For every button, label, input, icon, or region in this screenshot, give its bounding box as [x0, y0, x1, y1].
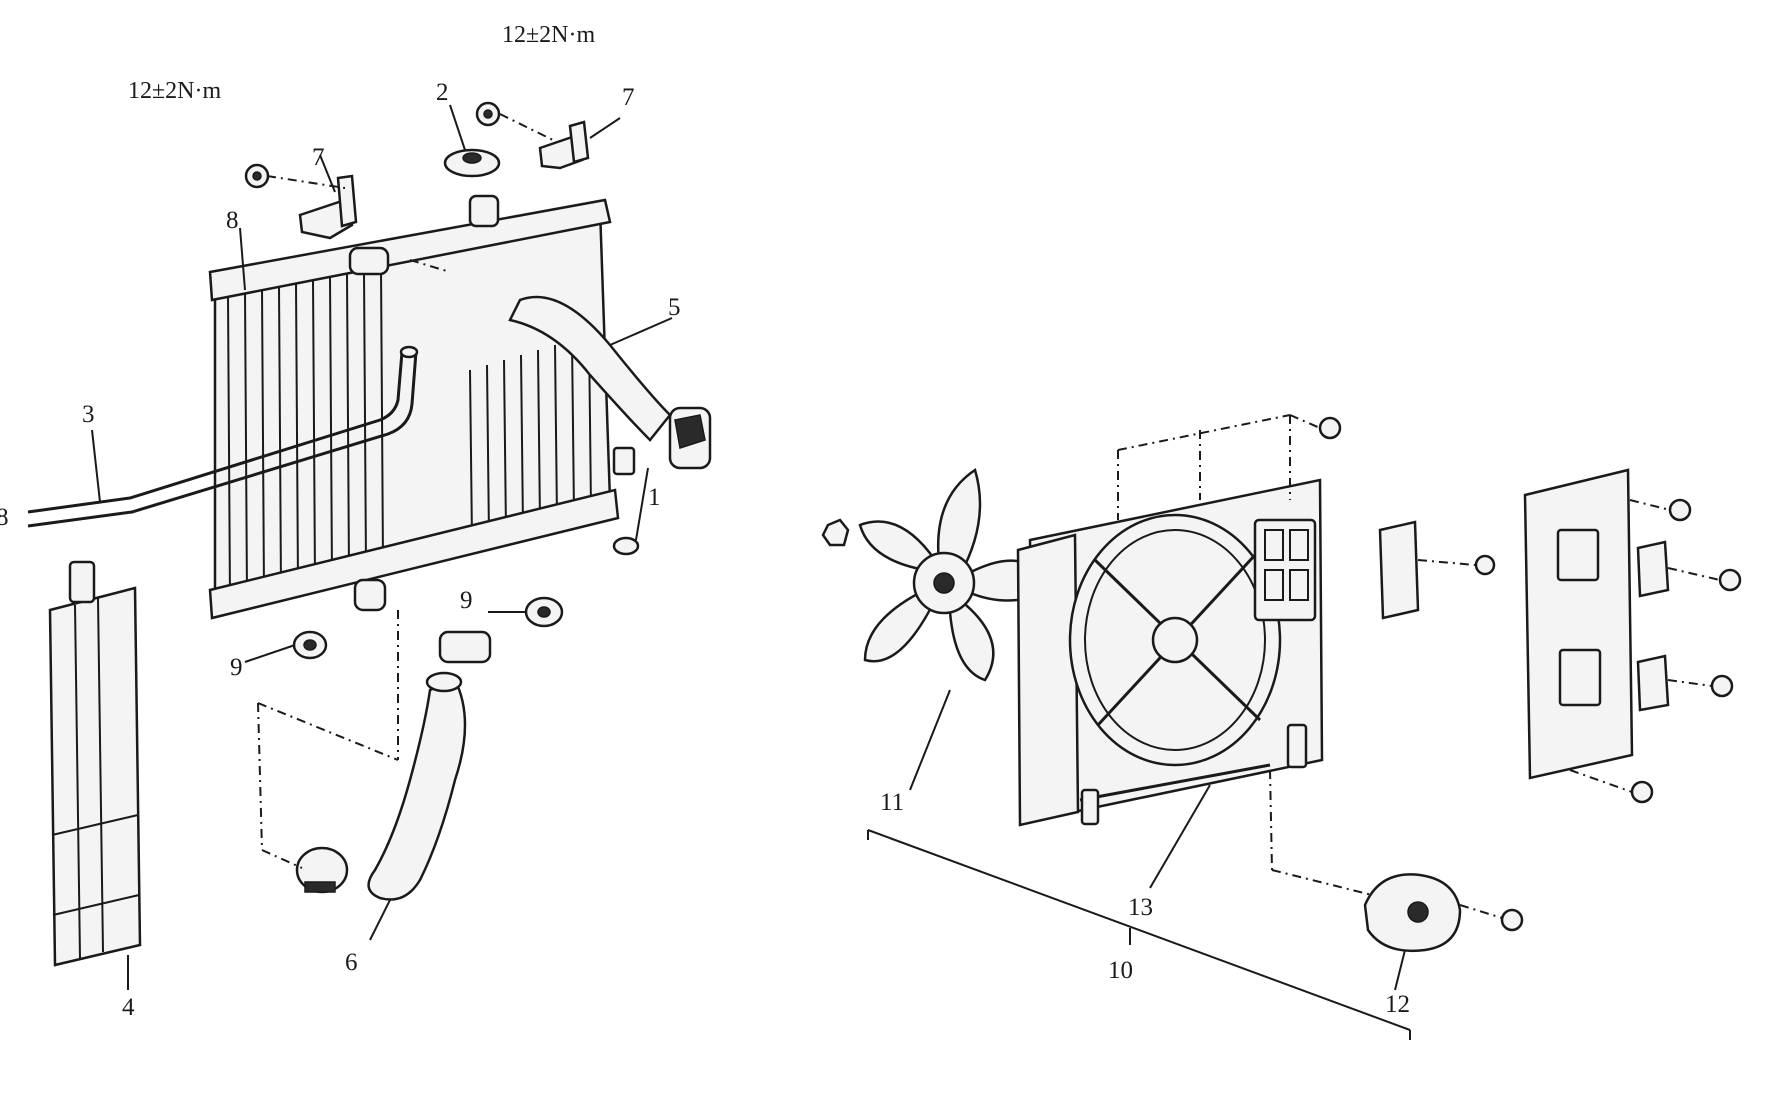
hose-6	[367, 630, 492, 901]
fan-shroud-13	[1016, 478, 1324, 827]
fan-nut	[821, 518, 850, 547]
hose-clamp	[295, 846, 349, 894]
bolt-left-top	[244, 163, 270, 189]
radiator	[208, 194, 620, 620]
radiator-fins	[227, 267, 592, 601]
assembly-10-bracket	[867, 829, 1411, 1040]
fan-motor-bracket	[1523, 468, 1670, 780]
torque-spec-right: 12±2N·m	[502, 22, 595, 48]
label-8-top: 8	[226, 207, 239, 234]
label-7-right: 7	[622, 84, 635, 111]
label-2: 2	[436, 79, 449, 106]
right-assembly-leaders	[1117, 414, 1721, 919]
fan-blade-11	[858, 468, 1052, 682]
bolt-right-top	[475, 101, 501, 127]
label-3: 3	[82, 401, 95, 428]
left-label-leaders	[91, 104, 673, 990]
bracket-7-right	[538, 120, 590, 170]
label-9-left: 9	[230, 654, 243, 681]
small-cover-panel	[1378, 520, 1420, 620]
drain-plug-1	[612, 446, 640, 556]
hose-3	[27, 345, 419, 528]
bracket-7-left	[298, 174, 358, 240]
right-bolts	[1318, 416, 1742, 932]
label-8-left: 8	[0, 504, 9, 531]
grommet-9-right	[524, 596, 564, 628]
hose-5	[508, 295, 712, 470]
label-5: 5	[668, 294, 681, 321]
label-12: 12	[1385, 991, 1410, 1018]
torque-spec-left: 12±2N·m	[128, 78, 221, 104]
reservoir-tank-4	[48, 560, 142, 967]
label-6: 6	[345, 949, 358, 976]
radiator-cap-2	[443, 148, 501, 178]
label-9-right: 9	[460, 587, 473, 614]
label-11: 11	[880, 789, 904, 816]
grommet-9-left	[292, 630, 328, 660]
label-7-left: 7	[312, 144, 325, 171]
label-13: 13	[1128, 894, 1153, 921]
label-10: 10	[1108, 957, 1133, 984]
right-label-leaders	[909, 689, 1406, 991]
fan-motor-12	[1363, 873, 1462, 952]
label-4: 4	[122, 994, 135, 1021]
label-1: 1	[648, 484, 661, 511]
